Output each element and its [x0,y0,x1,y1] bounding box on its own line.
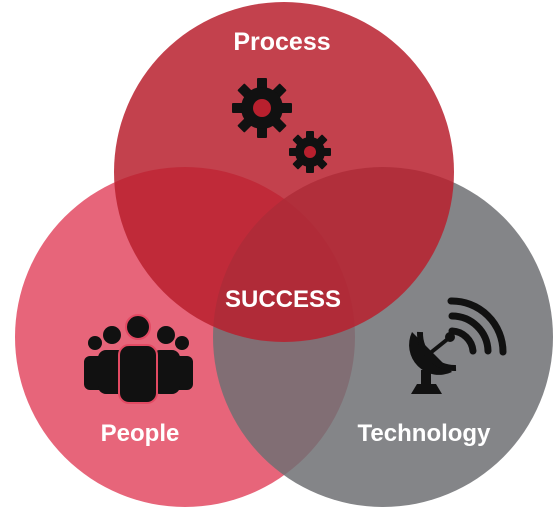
people-group-icon [84,314,193,404]
gears-icon [232,78,331,173]
success-label: SUCCESS [225,286,341,313]
process-label: Process [233,28,330,56]
technology-label: Technology [358,420,492,447]
process-circle [114,2,454,342]
satellite-dish-icon [409,297,507,394]
people-label: People [101,420,180,447]
